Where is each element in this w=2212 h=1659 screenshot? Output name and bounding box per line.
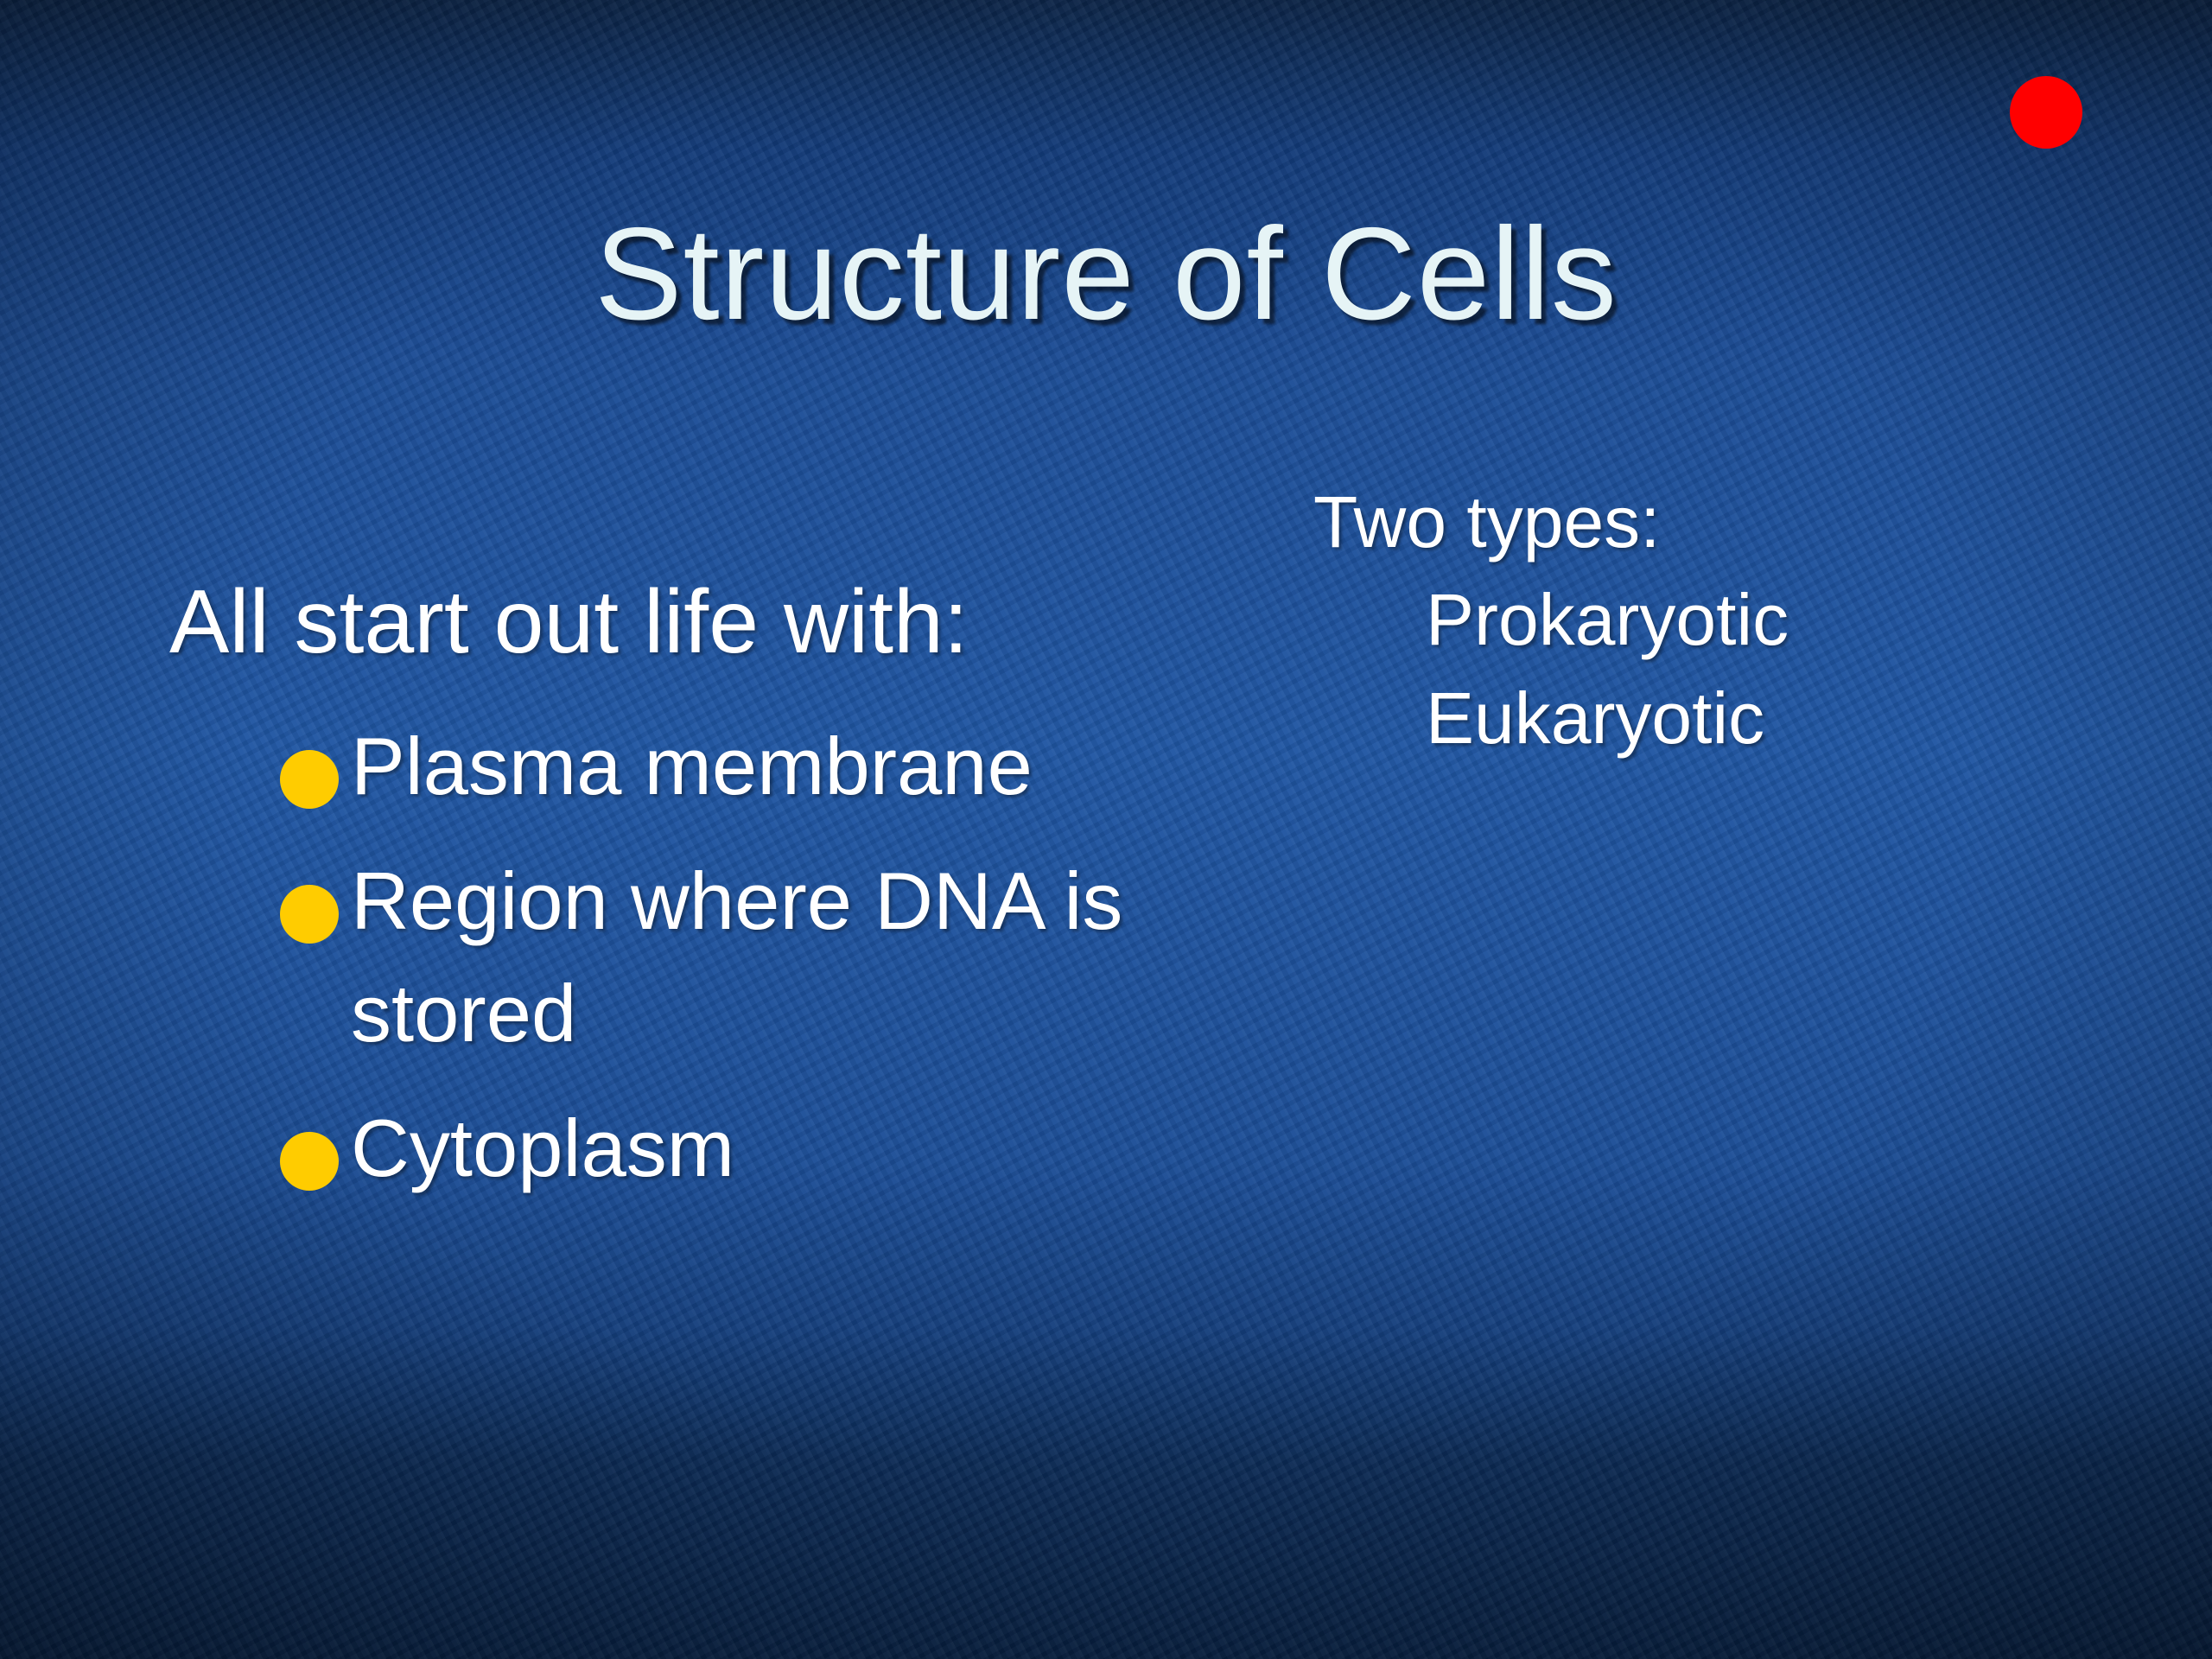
bullet-list: Plasma membrane Region where DNA is stor…: [275, 710, 1139, 1227]
bullet-text: Cytoplasm: [351, 1103, 735, 1193]
bullet-item: Plasma membrane: [275, 710, 1139, 823]
bullet-dot-icon: [280, 1132, 339, 1191]
bullet-item: Region where DNA is stored: [275, 845, 1139, 1070]
cell-types-heading: Two types:: [1313, 481, 1661, 563]
bullet-text: Plasma membrane: [351, 721, 1033, 811]
slide-title: Structure of Cells: [594, 200, 1618, 347]
recording-indicator-icon: [2010, 76, 2082, 149]
bullet-dot-icon: [280, 885, 339, 944]
cell-types-block: Two types: Prokaryotic Eukaryotic: [1313, 474, 1789, 767]
bullet-item: Cytoplasm: [275, 1092, 1139, 1205]
cell-type-item: Prokaryotic: [1426, 579, 1789, 660]
bullet-dot-icon: [280, 750, 339, 809]
bullet-text: Region where DNA is stored: [351, 855, 1123, 1058]
cell-type-item: Eukaryotic: [1426, 677, 1765, 759]
left-heading: All start out life with:: [169, 572, 969, 672]
cell-types-list: Prokaryotic Eukaryotic: [1313, 570, 1789, 767]
